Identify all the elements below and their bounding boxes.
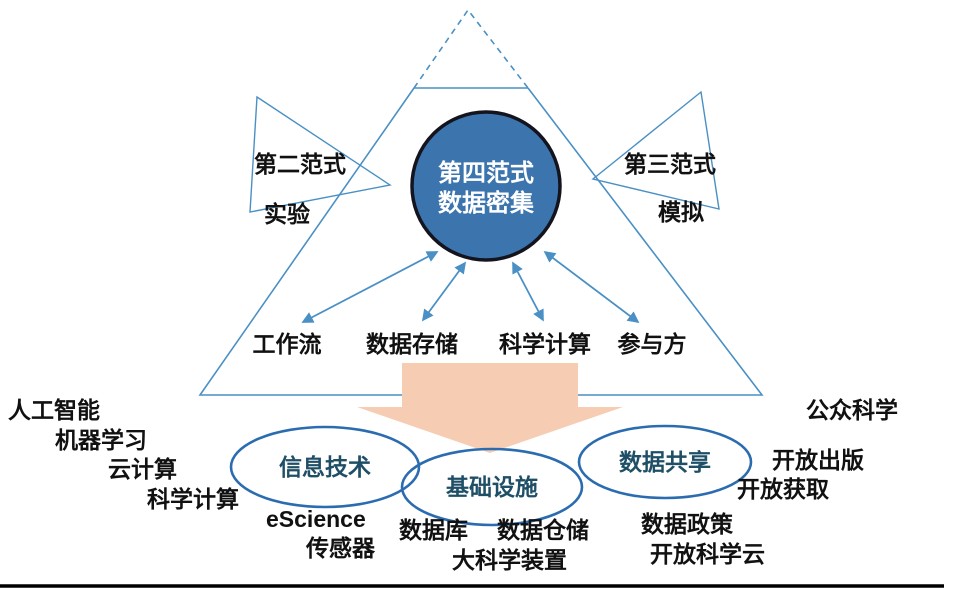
link-arrow-scientific-computing (512, 261, 544, 322)
third-paradigm-label: 第三范式 (624, 151, 716, 177)
link-arrow-workflow (301, 251, 439, 323)
second-paradigm-triangle (249, 95, 392, 213)
term-machine-learning: 机器学习 (55, 427, 147, 453)
link-arrow-participants (543, 250, 640, 324)
term-open-publishing: 开放出版 (772, 447, 864, 473)
component-label-workflow: 工作流 (253, 331, 322, 357)
term-ai: 人工智能 (8, 397, 100, 423)
term-escience: eScience (266, 506, 366, 532)
ellipse-label-data-sharing: 数据共享 (619, 449, 711, 475)
ellipse-label-infrastructure: 基础设施 (446, 474, 538, 500)
fourth-paradigm-circle (410, 110, 562, 262)
ellipse-infrastructure (400, 447, 584, 527)
term-data-warehouse: 数据仓储 (497, 517, 589, 543)
component-label-participants: 参与方 (618, 331, 687, 357)
component-label-scientific-computing: 科学计算 (499, 331, 591, 357)
ellipse-data-sharing (577, 424, 753, 500)
second-paradigm-sublabel: 实验 (264, 201, 310, 227)
pyramid-apex-dashed (413, 8, 529, 89)
term-open-access: 开放获取 (737, 476, 829, 502)
fourth-paradigm-line1: 第四范式 (438, 159, 534, 187)
term-cloud-computing: 云计算 (108, 456, 177, 482)
term-sensors: 传感器 (305, 535, 376, 561)
term-citizen-science: 公众科学 (806, 397, 898, 423)
third-paradigm-sublabel: 模拟 (658, 199, 704, 225)
component-label-data-storage: 数据存储 (366, 331, 458, 357)
fourth-paradigm-line2: 数据密集 (438, 189, 535, 217)
term-database: 数据库 (399, 517, 468, 543)
second-paradigm-label: 第二范式 (254, 151, 346, 177)
flow-down-arrow (357, 363, 623, 453)
link-arrow-data-storage (421, 261, 467, 322)
term-scientific-computing: 科学计算 (147, 486, 239, 512)
ellipse-information-technology (229, 425, 421, 509)
third-paradigm-triangle (591, 90, 720, 210)
term-big-science-facility: 大科学装置 (452, 547, 567, 573)
ellipse-label-information-technology: 信息技术 (279, 454, 371, 480)
term-open-science-cloud: 开放科学云 (650, 541, 765, 567)
term-data-policy: 数据政策 (641, 511, 734, 537)
